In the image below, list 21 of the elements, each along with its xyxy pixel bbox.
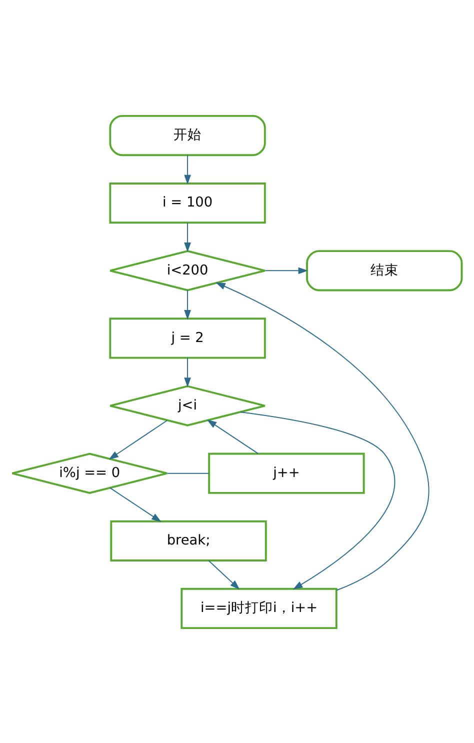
arrow	[184, 356, 191, 387]
node-box: break;	[110, 520, 267, 561]
arrow	[208, 560, 240, 590]
arrow	[184, 222, 191, 252]
node-box: j = 2	[109, 317, 266, 358]
node-diamond: j<i	[109, 384, 266, 426]
arrow	[264, 266, 308, 274]
connector	[166, 472, 210, 474]
arrow	[108, 419, 168, 460]
arrow	[240, 411, 395, 589]
node-box: 结束	[306, 250, 463, 291]
node-box: 开始	[109, 114, 266, 156]
node-box: i==j时打印i，i++	[180, 587, 338, 629]
arrow	[216, 282, 430, 590]
node-box: i = 100	[109, 182, 266, 224]
arrow	[184, 289, 191, 320]
arrow	[206, 419, 259, 454]
node-diamond: i%j == 0	[11, 452, 168, 494]
arrow	[110, 486, 162, 522]
node-box: j++	[208, 452, 365, 494]
arrow	[184, 154, 191, 184]
